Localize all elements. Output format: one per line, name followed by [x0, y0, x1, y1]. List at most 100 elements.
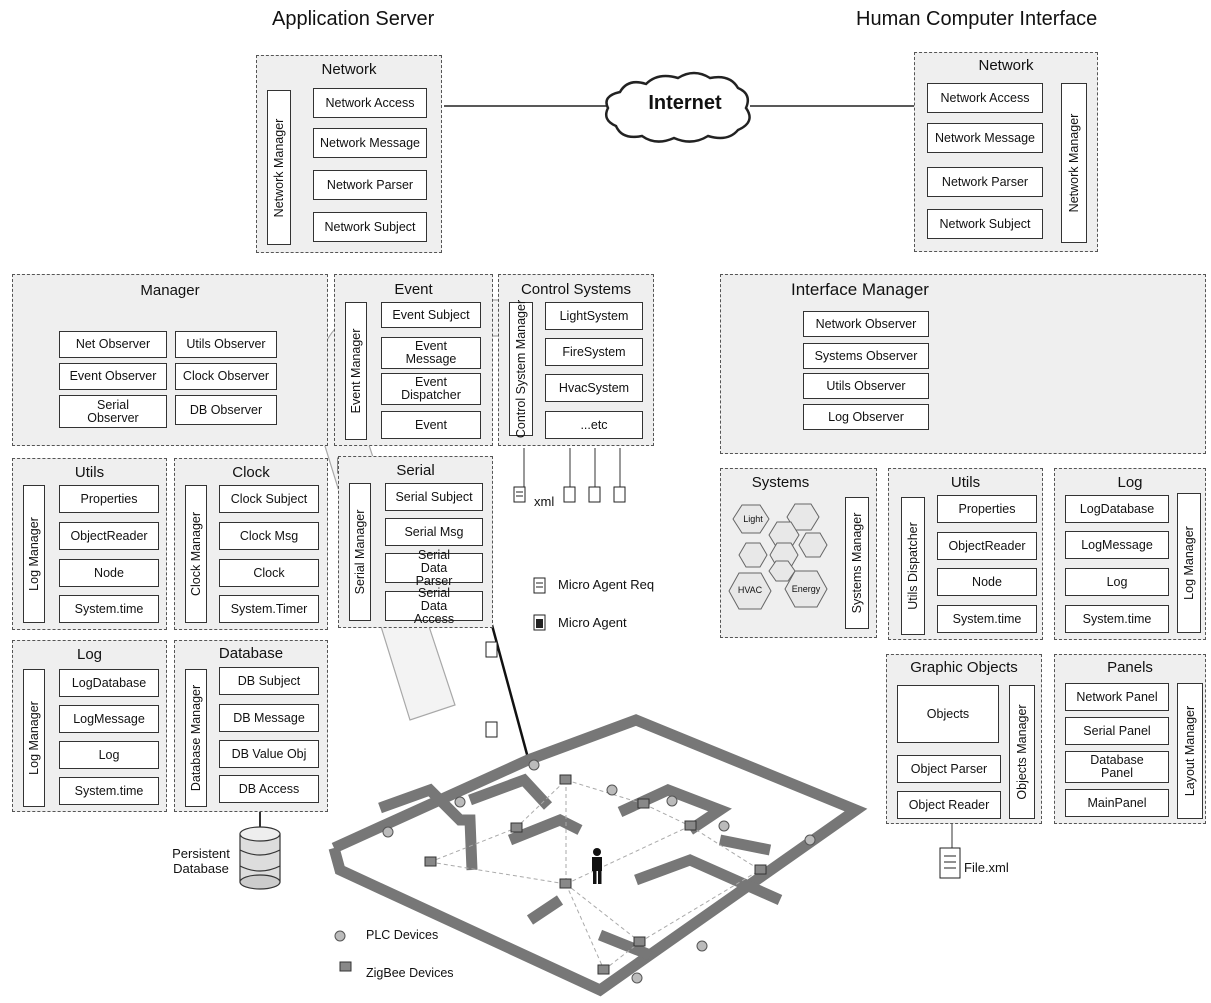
clock-subject: Clock Subject: [219, 485, 319, 513]
event-message: Event Message: [381, 337, 481, 369]
app-utils-title: Utils: [13, 464, 166, 481]
app-log-message: LogMessage: [59, 705, 159, 733]
app-log-group: Log Log Manager LogDatabase LogMessage L…: [12, 640, 167, 812]
legend-zigbee: ZigBee Devices: [366, 966, 454, 980]
light-system: LightSystem: [545, 302, 643, 330]
app-log-database: LogDatabase: [59, 669, 159, 697]
app-utils-manager: Log Manager: [23, 485, 45, 623]
layout-manager: Layout Manager: [1177, 683, 1203, 819]
clock-group: Clock Clock Manager Clock Subject Clock …: [174, 458, 328, 630]
serial-msg: Serial Msg: [385, 518, 483, 546]
etc-system: ...etc: [545, 411, 643, 439]
serial-data-parser: Serial Data Parser: [385, 553, 483, 583]
internet-label: Internet: [624, 92, 746, 115]
app-server-title: Application Server: [272, 8, 434, 31]
hci-utils-node: Node: [937, 568, 1037, 596]
database-group: Database Database Manager DB Subject DB …: [174, 640, 328, 812]
db-value-obj: DB Value Obj: [219, 740, 319, 768]
app-log-systemtime: System.time: [59, 777, 159, 805]
clock-msg: Clock Msg: [219, 522, 319, 550]
net-observer: Net Observer: [59, 331, 167, 358]
control-systems-title: Control Systems: [499, 281, 653, 298]
clock-observer: Clock Observer: [175, 363, 277, 390]
graphic-objects-group: Graphic Objects Objects Object Parser Ob…: [886, 654, 1042, 824]
db-access: DB Access: [219, 775, 319, 803]
hci-network-message: Network Message: [927, 123, 1043, 153]
fire-system: FireSystem: [545, 338, 643, 366]
hci-log-database: LogDatabase: [1065, 495, 1169, 523]
main-panel: MainPanel: [1065, 789, 1169, 817]
event-subject: Event Subject: [381, 302, 481, 328]
app-utils-properties: Properties: [59, 485, 159, 513]
serial-title: Serial: [339, 462, 492, 479]
event-observer: Event Observer: [59, 363, 167, 390]
clock-title: Clock: [175, 464, 327, 481]
database-title: Database: [175, 645, 327, 662]
serial-observer: Serial Observer: [59, 395, 167, 428]
file-xml-label: File.xml: [964, 860, 1009, 875]
hci-title: Human Computer Interface: [856, 8, 1097, 31]
app-network-message: Network Message: [313, 128, 427, 158]
systems-observer: Systems Observer: [803, 343, 929, 369]
db-message: DB Message: [219, 704, 319, 732]
panels-group: Panels Network Panel Serial Panel Databa…: [1054, 654, 1206, 824]
hci-utils-group: Utils Utils Dispatcher Properties Object…: [888, 468, 1043, 640]
persistent-database-label: Persistent Database: [168, 846, 234, 876]
serial-panel: Serial Panel: [1065, 717, 1169, 745]
app-network-title: Network: [257, 61, 441, 78]
database-panel: Database Panel: [1065, 751, 1169, 783]
systems-group: Systems Light HVAC Energy Systems Manage…: [720, 468, 877, 638]
clock-system-timer: System.Timer: [219, 595, 319, 623]
network-observer: Network Observer: [803, 311, 929, 337]
hci-utils-properties: Properties: [937, 495, 1037, 523]
legend-micro-agent-req: Micro Agent Req: [558, 577, 654, 592]
database-manager: Database Manager: [185, 669, 207, 807]
control-system-manager: Control System Manager: [509, 302, 533, 436]
panels-title: Panels: [1055, 659, 1205, 676]
serial-data-access: Serial Data Access: [385, 591, 483, 621]
hex-light: Light: [733, 514, 773, 524]
event-item: Event: [381, 411, 481, 439]
event-dispatcher: Event Dispatcher: [381, 373, 481, 405]
hci-network-group: Network Network Access Network Message N…: [914, 52, 1098, 252]
app-network-manager: Network Manager: [267, 90, 291, 245]
manager-group: Manager Net Observer Event Observer Seri…: [12, 274, 328, 446]
hci-log-manager: Log Manager: [1177, 493, 1201, 633]
hci-log-title: Log: [1055, 474, 1205, 491]
app-log-manager: Log Manager: [23, 669, 45, 807]
db-observer: DB Observer: [175, 395, 277, 425]
log-observer: Log Observer: [803, 404, 929, 430]
serial-manager: Serial Manager: [349, 483, 371, 621]
hci-network-manager: Network Manager: [1061, 83, 1087, 243]
control-systems-group: Control Systems Control System Manager L…: [498, 274, 654, 446]
graphic-objects-title: Graphic Objects: [887, 659, 1041, 676]
utils-dispatcher: Utils Dispatcher: [901, 497, 925, 635]
app-network-group: Network Network Manager Network Access N…: [256, 55, 442, 253]
app-network-access: Network Access: [313, 88, 427, 118]
objects-box: Objects: [897, 685, 999, 743]
hex-energy: Energy: [785, 584, 827, 594]
hvac-system: HvacSystem: [545, 374, 643, 402]
hex-hvac: HVAC: [729, 585, 771, 595]
clock-manager: Clock Manager: [185, 485, 207, 623]
legend-plc: PLC Devices: [366, 928, 438, 942]
objects-manager: Objects Manager: [1009, 685, 1035, 819]
app-utils-objectreader: ObjectReader: [59, 522, 159, 550]
interface-screenshot-thumbnail: [1010, 295, 1198, 423]
app-network-parser: Network Parser: [313, 170, 427, 200]
systems-manager: Systems Manager: [845, 497, 869, 629]
utils-observer: Utils Observer: [175, 331, 277, 358]
hci-log-systemtime: System.time: [1065, 605, 1169, 633]
hci-utils-systemtime: System.time: [937, 605, 1037, 633]
app-network-subject: Network Subject: [313, 212, 427, 242]
serial-group: Serial Serial Manager Serial Subject Ser…: [338, 456, 493, 628]
app-log-log: Log: [59, 741, 159, 769]
clock-item: Clock: [219, 559, 319, 587]
hci-network-access: Network Access: [927, 83, 1043, 113]
legend-micro-agent: Micro Agent: [558, 615, 627, 630]
app-utils-node: Node: [59, 559, 159, 587]
hci-log-group: Log LogDatabase LogMessage Log System.ti…: [1054, 468, 1206, 640]
db-subject: DB Subject: [219, 667, 319, 695]
manager-title: Manager: [13, 282, 327, 299]
hci-log-message: LogMessage: [1065, 531, 1169, 559]
